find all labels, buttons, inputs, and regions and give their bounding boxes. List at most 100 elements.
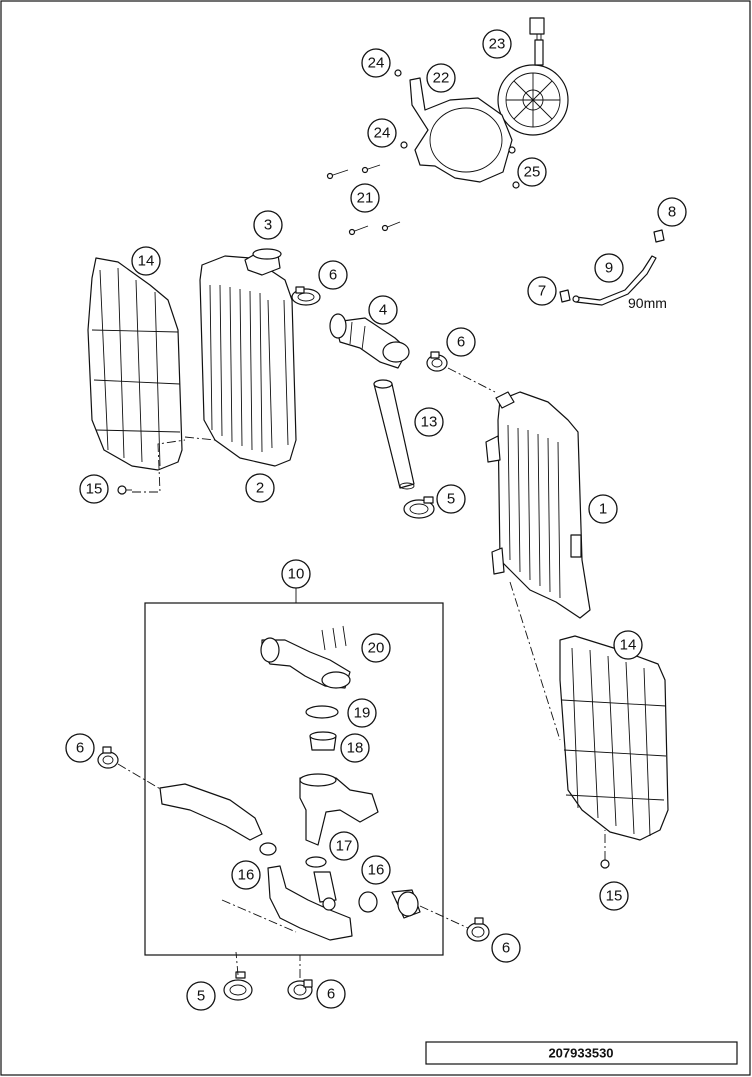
- hose-4: [329, 313, 410, 369]
- leader-5-bottom: [235, 951, 239, 976]
- fan-screws: [394, 69, 520, 189]
- callout-24-mid: 24: [367, 118, 397, 148]
- clamp-17: [305, 856, 327, 868]
- svg-text:15: 15: [606, 888, 623, 905]
- svg-text:8: 8: [668, 204, 676, 221]
- callout-8: 8: [657, 197, 687, 227]
- leader-1-to-guard: [509, 581, 561, 741]
- clamp-6-upper-left: [291, 286, 321, 306]
- pipe-13: [373, 379, 415, 490]
- svg-text:21: 21: [357, 190, 374, 207]
- radiator-right: [485, 391, 591, 619]
- callout-3: 3: [253, 210, 283, 240]
- svg-text:16: 16: [368, 862, 385, 879]
- callout-2: 2: [245, 473, 275, 503]
- document-number: 207933530: [548, 1046, 613, 1061]
- callout-15-right: 15: [599, 881, 629, 911]
- svg-text:6: 6: [502, 940, 510, 957]
- screws-23: [326, 164, 401, 236]
- clamp-6-lower-right: [466, 917, 490, 942]
- radiator-guard-right: [559, 635, 669, 841]
- callout-20: 20: [361, 633, 391, 663]
- lower-hose-group: [267, 865, 353, 941]
- o-ring-19: [305, 705, 339, 719]
- svg-text:3: 3: [264, 217, 272, 234]
- clamp-6-lower-left: [97, 746, 119, 769]
- svg-text:15: 15: [86, 481, 103, 498]
- svg-text:9: 9: [605, 260, 613, 277]
- document-number-box: 207933530: [425, 1041, 738, 1065]
- callout-5-bottom: 5: [186, 981, 216, 1011]
- clamp-6-middle: [426, 351, 448, 372]
- svg-text:22: 22: [433, 70, 450, 87]
- thermostat-housing-20: [260, 625, 351, 689]
- callout-15-left: 15: [79, 474, 109, 504]
- svg-text:13: 13: [421, 414, 438, 431]
- clamp-7: [559, 289, 571, 303]
- callout-23: 21: [350, 183, 380, 213]
- radiator-guard-left: [87, 257, 183, 471]
- callout-22: 23: [482, 29, 512, 59]
- svg-text:7: 7: [538, 283, 546, 300]
- right-outlet-hose: [391, 889, 421, 919]
- callout-10: 10: [281, 559, 311, 589]
- assembly-10-contents: [221, 625, 379, 941]
- svg-text:5: 5: [447, 491, 455, 508]
- svg-text:20: 20: [368, 640, 385, 657]
- leader-6-lower-right: [419, 905, 469, 929]
- y-pipe-connector: [299, 773, 379, 846]
- callout-1: 1: [588, 494, 618, 524]
- callout-6-middle: 6: [446, 327, 476, 357]
- radiator-left: [199, 248, 297, 467]
- callout-19: 19: [347, 698, 377, 728]
- leader-2-14: [184, 436, 216, 441]
- assembly-10-frame: [144, 602, 444, 956]
- svg-text:17: 17: [336, 838, 353, 855]
- svg-text:24: 24: [374, 125, 391, 142]
- leader-15-left: [132, 439, 186, 493]
- callout-17: 17: [329, 831, 359, 861]
- svg-text:5: 5: [197, 988, 205, 1005]
- vent-hose-assembly: 90mm: [559, 229, 667, 311]
- callout-13: 13: [414, 407, 444, 437]
- callout-4: 4: [368, 295, 398, 325]
- callout-6-left: 6: [65, 733, 95, 763]
- svg-text:18: 18: [347, 740, 364, 757]
- svg-text:6: 6: [457, 334, 465, 351]
- svg-text:23: 23: [489, 36, 506, 53]
- callout-6-right: 6: [491, 933, 521, 963]
- svg-text:6: 6: [76, 740, 84, 757]
- callout-14-left: 14: [131, 246, 161, 276]
- coupling-16-right: [358, 891, 378, 913]
- callout-7: 7: [527, 276, 557, 306]
- left-lower-hose: [159, 783, 263, 841]
- fan-bracket-part: [409, 77, 513, 183]
- svg-text:1: 1: [599, 501, 607, 518]
- callout-25: 25: [517, 157, 547, 187]
- thermostat-18: [309, 731, 337, 751]
- callout-6-upper: 6: [318, 260, 348, 290]
- svg-text:14: 14: [620, 637, 637, 654]
- callout-24-top: 24: [361, 48, 391, 78]
- coupling-16-left: [259, 842, 277, 856]
- svg-text:16: 16: [238, 867, 255, 884]
- vent-hose-9: [575, 255, 657, 306]
- callout-18: 18: [340, 733, 370, 763]
- svg-text:2: 2: [256, 480, 264, 497]
- leader-6-to-radiator-1: [447, 367, 496, 393]
- callout-9: 9: [594, 253, 624, 283]
- svg-text:6: 6: [327, 986, 335, 1003]
- bolt-15-left: [117, 485, 132, 495]
- fan-part: [497, 17, 569, 136]
- left-radiator-assembly: [87, 248, 321, 495]
- callout-14-right: 14: [613, 630, 643, 660]
- svg-text:24: 24: [368, 55, 385, 72]
- center-hoses: [329, 313, 496, 519]
- callout-6-bottom: 6: [316, 979, 346, 1009]
- fan-assembly: [326, 17, 569, 236]
- svg-text:6: 6: [329, 267, 337, 284]
- clamp-6-bottom: [287, 979, 313, 1000]
- dimension-label: 90mm: [628, 295, 667, 311]
- svg-text:25: 25: [524, 164, 541, 181]
